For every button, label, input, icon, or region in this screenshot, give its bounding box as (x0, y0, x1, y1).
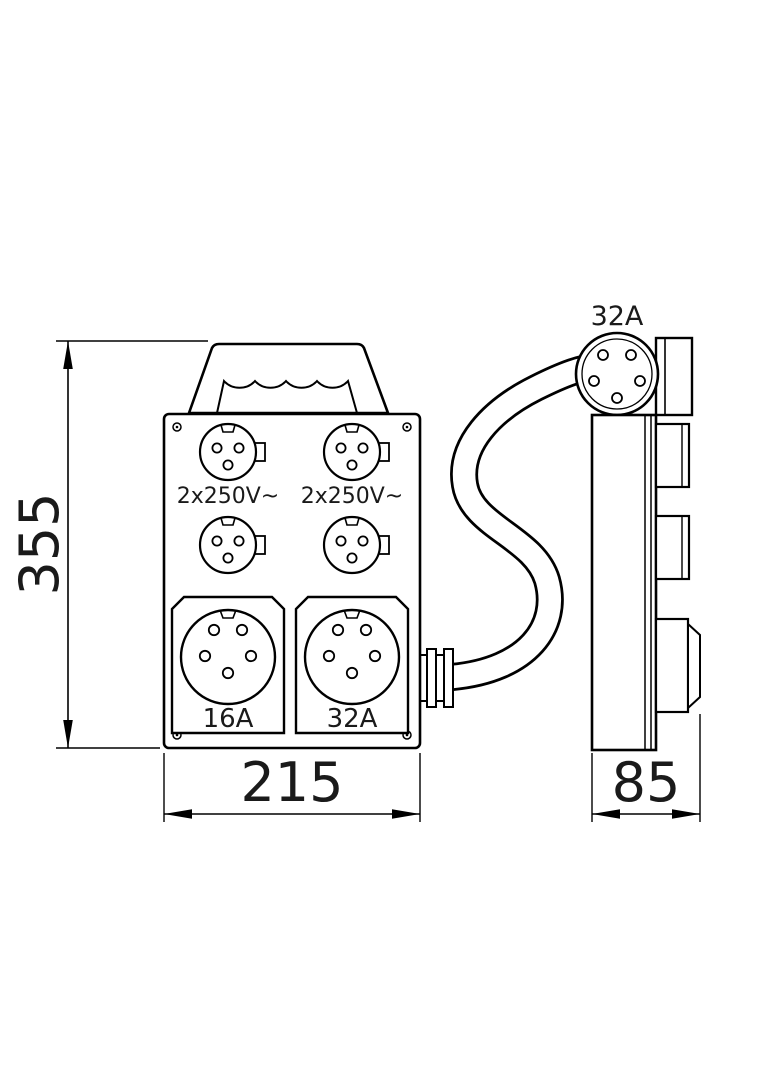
socket-16a-label: 16A (203, 704, 254, 734)
arrowhead-down (63, 720, 73, 748)
voltage-label-right: 2x250V~ (301, 484, 404, 509)
handle-grip-wave (216, 378, 358, 414)
front-view: 2x250V~ 2x250V~ 16A 32A (162, 342, 422, 750)
plug-pin (597, 349, 609, 361)
side-cee-socket-lid (654, 617, 701, 714)
plug-32a-label: 32A (591, 301, 644, 332)
handle-outline (187, 342, 390, 415)
enclosure-side (590, 413, 658, 752)
carry-handle (187, 342, 390, 415)
arrowhead-left (164, 809, 192, 819)
arrowhead-up (63, 341, 73, 369)
plug-pin (625, 349, 637, 361)
supply-cable (450, 352, 600, 691)
arrowhead-right (392, 809, 420, 819)
height-value: 355 (8, 492, 71, 595)
dimension-height: 355 (8, 340, 208, 749)
arrowhead-left (592, 809, 620, 819)
plug-pin (588, 375, 600, 387)
cable-core (450, 354, 600, 689)
width-value: 215 (240, 751, 343, 814)
plug-pin (634, 375, 646, 387)
corner-screws (172, 422, 412, 740)
side-socket-protrusion-mid (654, 514, 691, 581)
arrowhead-right (672, 809, 700, 819)
plug-face-32a (574, 331, 660, 417)
socket-32a-label: 32A (327, 704, 378, 734)
side-socket-protrusion-top (654, 422, 691, 489)
cable-gland (418, 648, 454, 708)
plug-pin (611, 392, 623, 404)
voltage-label-left: 2x250V~ (177, 484, 280, 509)
dimension-width: 215 (163, 751, 421, 822)
side-view: 32A (574, 301, 701, 752)
depth-value: 85 (612, 751, 681, 814)
plug-housing-side (654, 336, 694, 417)
dimension-depth: 85 (591, 714, 701, 822)
